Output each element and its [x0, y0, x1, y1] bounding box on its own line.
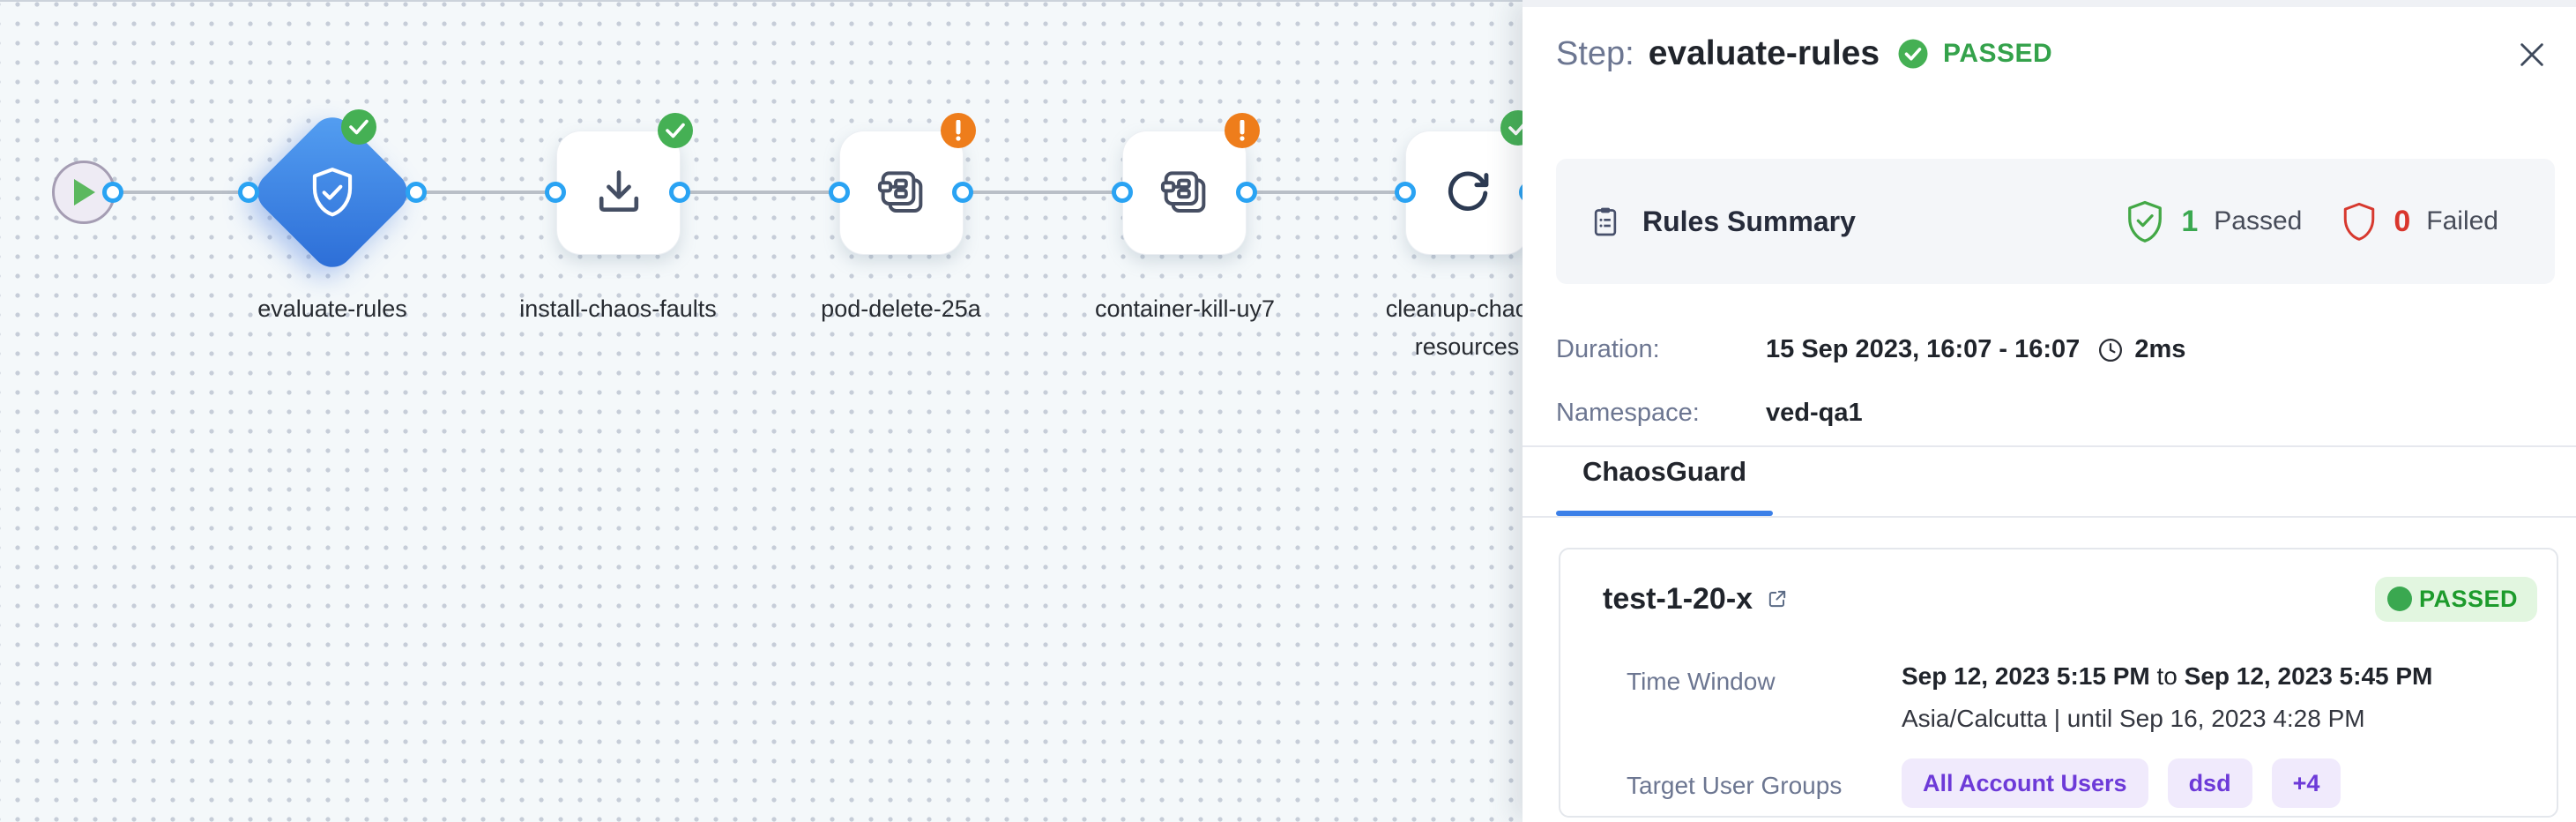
port-containerkill-out[interactable] — [1236, 182, 1257, 203]
start-node[interactable] — [52, 161, 115, 224]
condition-name: test-1-20-x — [1603, 581, 1753, 616]
time-window-label: Time Window — [1627, 668, 1776, 695]
tab-label: ChaosGuard — [1582, 456, 1747, 487]
target-user-groups: All Account Users dsd +4 — [1902, 758, 2341, 808]
panel-header: Step: evaluate-rules PASSED — [1556, 28, 2555, 79]
namespace-label: Namespace: — [1556, 399, 1700, 427]
duration-label: Duration: — [1556, 335, 1660, 363]
refresh-icon — [1439, 164, 1497, 222]
rules-summary-title: Rules Summary — [1642, 205, 1856, 237]
node-label: evaluate-rules — [257, 295, 407, 322]
port-start-out[interactable] — [102, 182, 123, 203]
port-cleanup-in[interactable] — [1395, 182, 1416, 203]
time-to: Sep 12, 2023 5:45 PM — [2184, 662, 2433, 690]
tab-chaosguard[interactable]: ChaosGuard — [1556, 445, 1773, 516]
passed-label: Passed — [2214, 206, 2303, 235]
node-label: cleanup-chaos-resources — [1385, 295, 1549, 360]
port-poddelete-out[interactable] — [952, 182, 973, 203]
node-pod-delete-25a[interactable] — [839, 131, 964, 255]
check-circle-icon — [1897, 38, 1929, 70]
edge-start-evaluate — [113, 191, 249, 194]
chaosguard-condition-card: test-1-20-x PASSED Time Window Sep 12, 2… — [1559, 548, 2558, 818]
edge-poddelete-containerkill — [963, 191, 1122, 194]
node-evaluate-rules[interactable] — [249, 108, 416, 276]
step-label: Step: — [1556, 34, 1634, 72]
node-container-kill-uy7[interactable] — [1122, 131, 1247, 255]
divider — [1523, 516, 2576, 518]
user-group-pill[interactable]: +4 — [2271, 758, 2341, 808]
timezone-line: Asia/Calcutta | until Sep 16, 2023 4:28 … — [1902, 705, 2365, 732]
clock-icon — [2097, 337, 2124, 363]
user-group-pill[interactable]: dsd — [2167, 758, 2252, 808]
rules-summary-card: Rules Summary 1 Passed 0 Failed — [1556, 159, 2555, 284]
port-install-out[interactable] — [669, 182, 690, 203]
shield-check-icon — [291, 151, 373, 233]
time-to-word: to — [2156, 662, 2178, 690]
duration-elapsed: 2ms — [2134, 335, 2186, 363]
node-install-chaos-faults[interactable] — [556, 131, 681, 255]
port-install-in[interactable] — [545, 182, 566, 203]
time-from: Sep 12, 2023 5:15 PM — [1902, 662, 2150, 690]
external-link-icon[interactable] — [1765, 587, 1790, 611]
target-user-groups-label: Target User Groups — [1627, 772, 1843, 799]
port-containerkill-in[interactable] — [1112, 182, 1133, 203]
shield-passed-icon — [2125, 199, 2165, 243]
edge-install-poddelete — [680, 191, 839, 194]
user-group-pill[interactable]: All Account Users — [1902, 758, 2148, 808]
namespace-value: ved-qa1 — [1766, 399, 1863, 427]
port-evaluate-out[interactable] — [406, 182, 427, 203]
step-details-panel: Step: evaluate-rules PASSED — [1523, 0, 2576, 822]
node-cleanup-chaos-resources[interactable] — [1405, 131, 1530, 255]
clipboard-icon — [1588, 204, 1623, 239]
check-badge-icon — [341, 109, 376, 145]
node-label: container-kill-uy7 — [1094, 295, 1276, 322]
tab-active-underline — [1556, 511, 1773, 516]
duration-value: 15 Sep 2023, 16:07 - 16:07 — [1766, 335, 2081, 363]
close-icon[interactable] — [2513, 35, 2551, 74]
edge-evaluate-install — [416, 191, 555, 194]
node-label: pod-delete-25a — [821, 295, 981, 322]
time-window-value: Sep 12, 2023 5:15 PM to Sep 12, 2023 5:4… — [1902, 662, 2432, 691]
panel-top-band — [1523, 0, 2576, 7]
divider — [1523, 445, 2576, 447]
step-name: evaluate-rules — [1648, 34, 1880, 72]
check-badge-icon — [658, 113, 693, 148]
chaos-fault-icon — [1157, 165, 1213, 221]
edge-containerkill-cleanup — [1247, 191, 1405, 194]
port-poddelete-in[interactable] — [829, 182, 850, 203]
step-status-badge: PASSED — [1943, 39, 2053, 68]
warning-badge-icon — [941, 113, 976, 148]
failed-count: 0 — [2394, 204, 2411, 238]
duration-row: Duration: 15 Sep 2023, 16:07 - 16:07 2ms — [1556, 335, 2185, 364]
shield-failed-icon — [2341, 199, 2378, 243]
namespace-row: Namespace: ved-qa1 — [1556, 399, 1863, 428]
passed-count: 1 — [2181, 204, 2199, 238]
warning-badge-icon — [1225, 113, 1260, 148]
status-dot-icon — [2386, 587, 2412, 611]
node-label: install-chaos-faults — [519, 295, 717, 322]
port-evaluate-in[interactable] — [238, 182, 259, 203]
condition-status-badge: PASSED — [2374, 576, 2537, 622]
chaos-fault-icon — [874, 165, 930, 221]
download-icon — [590, 164, 648, 222]
failed-label: Failed — [2426, 206, 2498, 235]
play-icon — [71, 177, 97, 207]
